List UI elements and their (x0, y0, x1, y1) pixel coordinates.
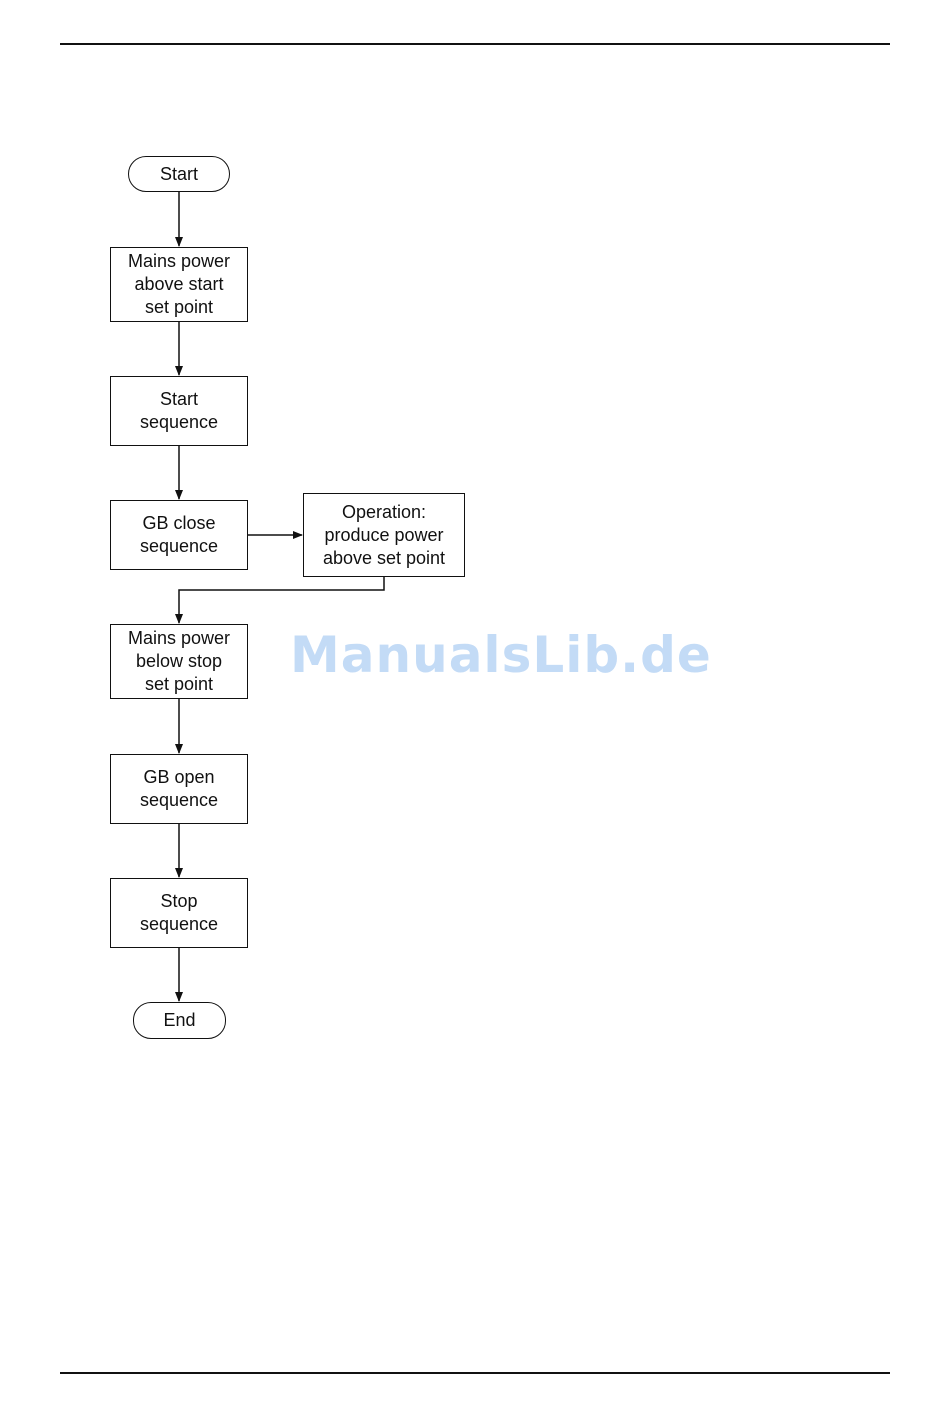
mains-power-above-start-node: Mains power above start set point (110, 247, 248, 322)
watermark: ManualsLib.de (290, 626, 712, 684)
mains-power-below-stop-label: Mains power below stop set point (128, 627, 230, 696)
start-sequence-label: Start sequence (140, 388, 218, 434)
gb-close-sequence-node: GB close sequence (110, 500, 248, 570)
start-node-label: Start (160, 163, 198, 186)
start-sequence-node: Start sequence (110, 376, 248, 446)
operation-label: Operation: produce power above set point (323, 501, 445, 570)
stop-sequence-node: Stop sequence (110, 878, 248, 948)
mains-power-below-stop-node: Mains power below stop set point (110, 624, 248, 699)
mains-power-above-start-label: Mains power above start set point (128, 250, 230, 319)
gb-open-sequence-label: GB open sequence (140, 766, 218, 812)
start-node: Start (128, 156, 230, 192)
gb-open-sequence-node: GB open sequence (110, 754, 248, 824)
end-node-label: End (163, 1009, 195, 1032)
gb-close-sequence-label: GB close sequence (140, 512, 218, 558)
operation-node: Operation: produce power above set point (303, 493, 465, 577)
end-node: End (133, 1002, 226, 1039)
arrow-operation-to-step4 (179, 576, 384, 623)
stop-sequence-label: Stop sequence (140, 890, 218, 936)
